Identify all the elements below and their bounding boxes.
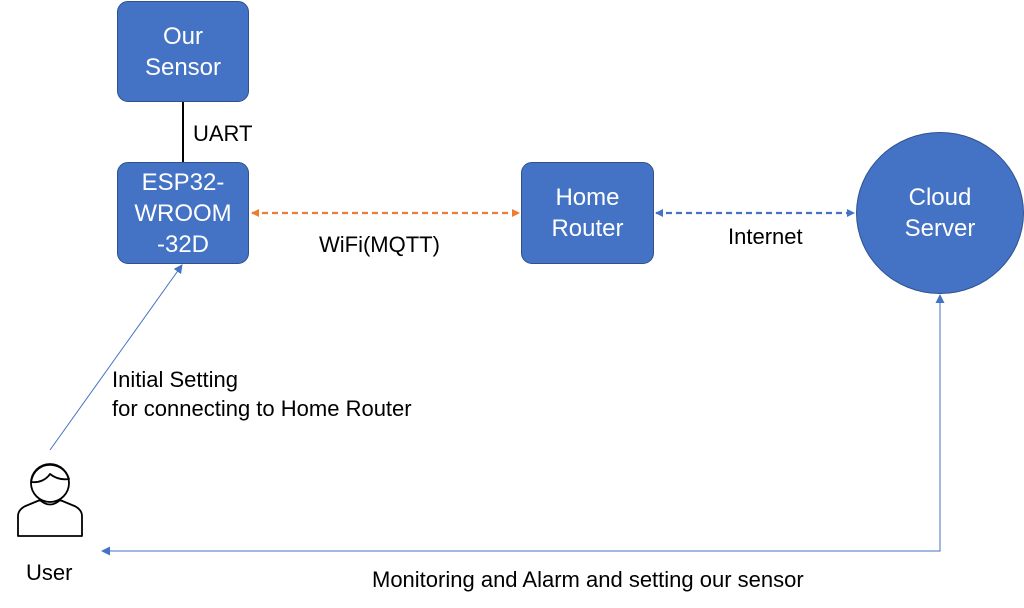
initial-setting-label-line2: for connecting to Home Router [112, 396, 412, 421]
monitoring-label: Monitoring and Alarm and setting our sen… [372, 567, 804, 592]
internet-label: Internet [728, 224, 803, 249]
wifi-label: WiFi(MQTT) [319, 232, 440, 257]
user-label: User [26, 560, 73, 585]
initial-setting-label-line1: Initial Setting [112, 367, 238, 392]
home-router-node: Home Router [521, 162, 654, 264]
monitoring-link [101, 294, 945, 556]
cloud-server-node: Cloud Server [856, 132, 1024, 294]
our-sensor-node: Our Sensor [117, 1, 249, 102]
user-icon [17, 463, 83, 537]
esp32-node: ESP32- WROOM -32D [117, 162, 249, 264]
uart-label: UART [193, 121, 253, 146]
